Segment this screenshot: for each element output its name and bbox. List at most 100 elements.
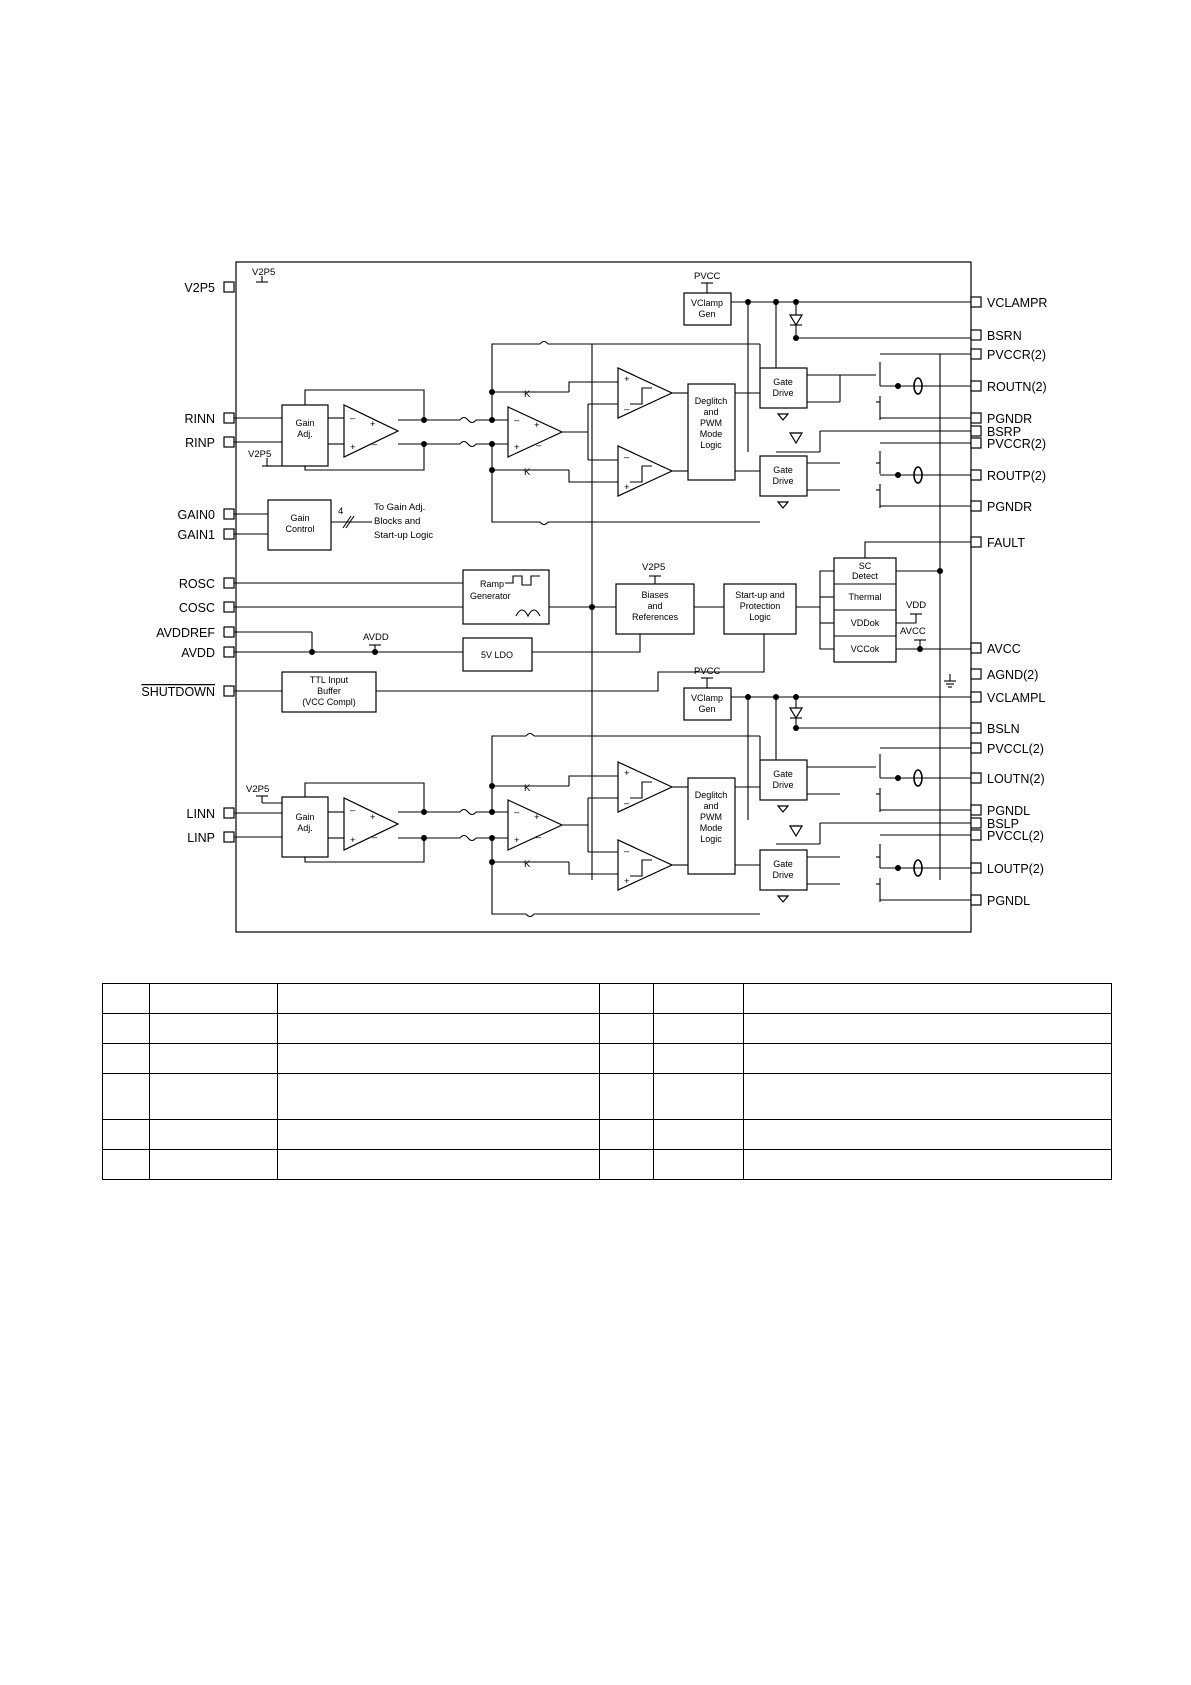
pin-gain1: GAIN1 <box>177 528 235 542</box>
pin-label-pgndr-2: PGNDR <box>987 500 1032 514</box>
svg-text:VCCok: VCCok <box>851 644 880 654</box>
svg-text:K: K <box>524 389 531 400</box>
svg-text:Buffer: Buffer <box>317 686 341 696</box>
svg-text:–: – <box>536 832 542 843</box>
svg-text:+: + <box>350 442 356 453</box>
svg-text:Ramp: Ramp <box>480 579 504 589</box>
svg-text:–: – <box>372 832 378 843</box>
svg-text:Start-up Logic: Start-up Logic <box>374 530 433 541</box>
pin-label-pvccl-2: PVCCL(2) <box>987 829 1044 843</box>
table-cell <box>102 1149 150 1180</box>
pin-avddref: AVDDREF <box>156 626 235 640</box>
opamp-r1 <box>343 404 400 458</box>
pin-fault: FAULT <box>970 536 1025 550</box>
pin-label-avddref: AVDDREF <box>156 626 215 640</box>
svg-text:Mode: Mode <box>700 429 723 439</box>
svg-text:Logic: Logic <box>749 612 771 622</box>
pin-pvccr-1: PVCCR(2) <box>970 348 1046 362</box>
pin-label-routn: ROUTN(2) <box>987 380 1047 394</box>
svg-text:+: + <box>514 442 520 453</box>
pin-routn: ROUTN(2) <box>970 380 1047 394</box>
svg-text:Biases: Biases <box>641 590 669 600</box>
svg-text:4: 4 <box>338 506 343 517</box>
pin-label-bsrn: BSRN <box>987 329 1022 343</box>
table-cell <box>743 1119 1112 1150</box>
table-cell <box>743 1149 1112 1180</box>
pin-label-avdd: AVDD <box>181 646 215 660</box>
pin-rinn: RINN <box>184 412 235 426</box>
pin-avcc: AVCC <box>970 642 1021 656</box>
svg-text:K: K <box>524 467 531 478</box>
svg-text:VDDok: VDDok <box>851 618 880 628</box>
table-cell <box>102 1043 150 1074</box>
svg-text:–: – <box>624 452 630 463</box>
pin-pvccl-1: PVCCL(2) <box>970 742 1044 756</box>
svg-text:–: – <box>514 415 520 426</box>
svg-text:and: and <box>703 801 718 811</box>
svg-text:V2P5: V2P5 <box>642 562 665 573</box>
table-cell <box>653 983 744 1014</box>
pin-label-routp: ROUTP(2) <box>987 469 1046 483</box>
svg-text:Gen: Gen <box>698 309 715 319</box>
block-diagram: V2P5 RINN RINP GAIN0 GAIN1 ROSC COSC AVD… <box>141 261 1047 933</box>
svg-text:–: – <box>536 440 542 451</box>
left-comparators: + – – + Deglitch and PWM Mode Logic <box>568 761 760 891</box>
pin-linp: LINP <box>187 831 235 845</box>
svg-text:+: + <box>624 374 630 385</box>
right-pins: VCLAMPR BSRN PVCCR(2) ROUTN(2) PGNDR BSR… <box>970 296 1047 908</box>
pin-agnd: AGND(2) <box>970 668 1038 682</box>
svg-text:Gate: Gate <box>773 377 793 387</box>
table-cell <box>149 1149 278 1180</box>
svg-text:Drive: Drive <box>772 476 793 486</box>
svg-text:PVCC: PVCC <box>694 271 721 282</box>
support-blocks: Ramp Generator Biases and References V2P… <box>234 344 820 880</box>
pin-label-gain1: GAIN1 <box>177 528 215 542</box>
svg-text:PWM: PWM <box>700 812 722 822</box>
svg-text:Start-up and: Start-up and <box>735 590 785 600</box>
pin-label-fault: FAULT <box>987 536 1025 550</box>
svg-text:5V LDO: 5V LDO <box>481 650 513 660</box>
svg-text:Gate: Gate <box>773 769 793 779</box>
table-cell <box>599 1149 654 1180</box>
table-row <box>102 1119 1112 1150</box>
svg-text:VClamp: VClamp <box>691 693 723 703</box>
gain-adj-left <box>281 796 329 858</box>
svg-text:Drive: Drive <box>772 780 793 790</box>
pin-shutdown: SHUTDOWN <box>141 685 235 699</box>
gain-adj-right <box>281 404 329 467</box>
pin-label-bsln: BSLN <box>987 722 1020 736</box>
svg-text:V2P5: V2P5 <box>252 267 275 278</box>
svg-text:References: References <box>632 612 679 622</box>
table-cell <box>743 1013 1112 1044</box>
svg-text:–: – <box>350 805 356 816</box>
pin-routp: ROUTP(2) <box>970 469 1046 483</box>
table-cell <box>653 1149 744 1180</box>
svg-text:VClamp: VClamp <box>691 298 723 308</box>
svg-text:VDD: VDD <box>906 600 926 611</box>
pin-label-pvccr-2: PVCCR(2) <box>987 437 1046 451</box>
pin-label-loutn: LOUTN(2) <box>987 772 1045 786</box>
pin-pgndl-2: PGNDL <box>970 894 1030 908</box>
svg-text:and: and <box>647 601 662 611</box>
table-cell <box>743 983 1112 1014</box>
pin-label-gain0: GAIN0 <box>177 508 215 522</box>
svg-text:–: – <box>514 807 520 818</box>
pin-loutp: LOUTP(2) <box>970 862 1044 876</box>
pin-gain0: GAIN0 <box>177 508 235 522</box>
pin-pgndl-1: PGNDL <box>970 804 1030 818</box>
svg-text:–: – <box>624 846 630 857</box>
pin-label-pvccr-1: PVCCR(2) <box>987 348 1046 362</box>
svg-text:Gate: Gate <box>773 859 793 869</box>
svg-text:Deglitch: Deglitch <box>695 790 728 800</box>
pin-avdd: AVDD <box>181 646 235 660</box>
table-cell <box>277 1149 600 1180</box>
svg-text:Gen: Gen <box>698 704 715 714</box>
table-cell <box>277 983 600 1014</box>
svg-text:Drive: Drive <box>772 870 793 880</box>
svg-text:+: + <box>534 812 540 823</box>
svg-text:+: + <box>370 812 376 823</box>
deglitch-right <box>687 383 736 481</box>
chip-outline <box>235 261 972 933</box>
pin-pgndr-2: PGNDR <box>970 500 1032 514</box>
pin-label-bslp: BSLP <box>987 817 1019 831</box>
